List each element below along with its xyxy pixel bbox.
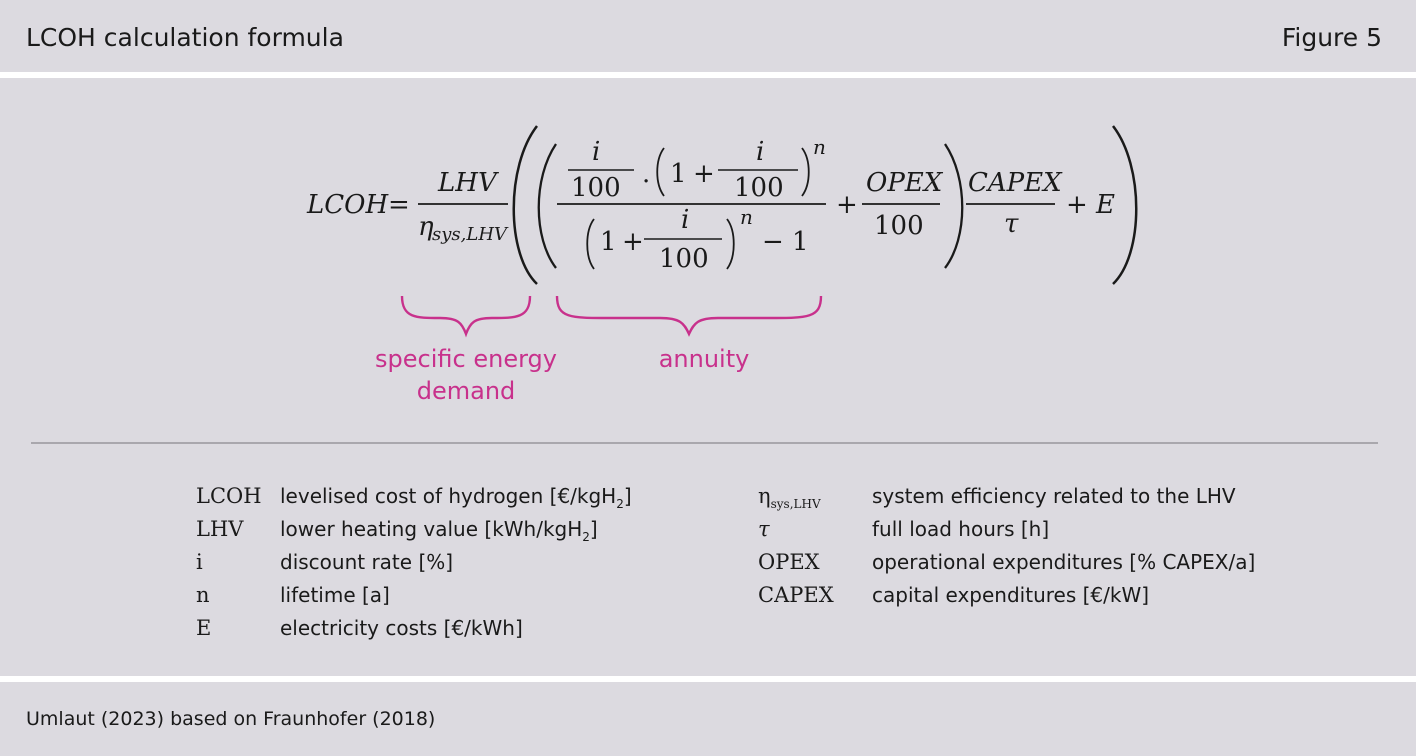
legend-desc-tail: ]	[589, 517, 598, 541]
num-one: 1	[670, 159, 687, 189]
legend-symbol: CAPEX	[758, 583, 834, 607]
legend-symbol-text: η	[758, 484, 771, 508]
legend-symbol: LCOH	[196, 484, 262, 508]
outer-paren-left	[512, 125, 538, 285]
inner-paren-left	[537, 143, 557, 269]
legend-symbol: LHV	[196, 517, 244, 541]
num-plus: +	[693, 159, 715, 189]
legend-desc-tail: ]	[623, 484, 632, 508]
formula-plus-opex: +	[836, 190, 858, 220]
den-100: 100	[659, 244, 709, 274]
legend-left: LCOH levelised cost of hydrogen [€/kgH2]…	[196, 482, 716, 647]
paren-right-den	[726, 218, 735, 270]
formula-capex: CAPEX	[968, 168, 1063, 198]
label-specific-line2: demand	[416, 377, 516, 405]
figure-number: Figure 5	[1281, 23, 1382, 52]
formula-eta-sub: sys,LHV	[432, 224, 509, 245]
den-one: 1	[600, 227, 617, 257]
legend-desc: system efficiency related to the LHV	[872, 484, 1236, 508]
legend-symbol: OPEX	[758, 550, 820, 574]
den-exp-n: n	[740, 205, 753, 229]
formula-opex-100: 100	[874, 211, 924, 241]
legend-desc: discount rate [%]	[280, 550, 454, 574]
legend-row-opex: OPEX operational expenditures [% CAPEX/a…	[758, 548, 1318, 581]
formula-lcoh: LCOH	[306, 190, 389, 220]
num-100-1: 100	[571, 173, 621, 203]
formula-equals: =	[388, 190, 410, 220]
brace-annuity	[555, 295, 823, 337]
legend-row-tau: τ full load hours [h]	[758, 515, 1318, 548]
legend-desc-text: levelised cost of hydrogen [€/kgH	[280, 484, 617, 508]
num-i-1: i	[592, 137, 600, 167]
formula-opex: OPEX	[866, 168, 944, 198]
label-specific-energy-demand: specific energy demand	[346, 343, 586, 407]
legend-symbol: ηsys,LHV	[758, 482, 821, 518]
legend-right: ηsys,LHV system efficiency related to th…	[758, 482, 1318, 614]
num-i-2: i	[756, 137, 764, 167]
den-i: i	[681, 205, 689, 235]
num-exp-n: n	[813, 135, 826, 159]
legend-symbol: n	[196, 583, 210, 607]
header-bar: LCOH calculation formula Figure 5	[0, 0, 1416, 72]
legend-desc: operational expenditures [% CAPEX/a]	[872, 550, 1256, 574]
legend-desc: capital expenditures [€/kW]	[872, 583, 1150, 607]
legend-symbol: τ	[758, 517, 770, 541]
lcoh-formula: LCOH = LHV η sys,LHV i 100 · 1 + i 100	[306, 125, 1138, 338]
legend-row-capex: CAPEX capital expenditures [€/kW]	[758, 581, 1318, 614]
legend-desc-sub: 2	[616, 497, 624, 511]
section-divider	[31, 442, 1378, 444]
legend-desc: lower heating value [kWh/kgH2]	[280, 515, 598, 551]
legend-row-e: E electricity costs [€/kWh]	[196, 614, 716, 647]
legend-row-lhv: LHV lower heating value [kWh/kgH2]	[196, 515, 716, 548]
outer-paren-right	[1112, 125, 1138, 285]
num-dot: ·	[642, 167, 650, 197]
legend-row-n: n lifetime [a]	[196, 581, 716, 614]
formula-panel: LCOH = LHV η sys,LHV i 100 · 1 + i 100	[0, 78, 1416, 676]
legend-desc: levelised cost of hydrogen [€/kgH2]	[280, 482, 632, 518]
legend-desc-text: lower heating value [kWh/kgH	[280, 517, 583, 541]
legend-row-eta: ηsys,LHV system efficiency related to th…	[758, 482, 1318, 515]
legend-row-lcoh: LCOH levelised cost of hydrogen [€/kgH2]	[196, 482, 716, 515]
formula-tau: τ	[1004, 209, 1019, 239]
legend-symbol-sub: sys,LHV	[770, 497, 821, 512]
formula-eta: η	[418, 212, 434, 242]
paren-right-num	[801, 147, 810, 197]
legend-desc: electricity costs [€/kWh]	[280, 616, 523, 640]
paren-left-den	[586, 218, 595, 270]
legend-desc: full load hours [h]	[872, 517, 1050, 541]
paren-left-num	[656, 147, 665, 197]
formula-lhv: LHV	[437, 168, 499, 198]
label-annuity: annuity	[658, 345, 750, 373]
footer-bar: Umlaut (2023) based on Fraunhofer (2018)	[0, 682, 1416, 756]
legend-symbol: E	[196, 616, 212, 640]
formula-plus-e: + E	[1066, 190, 1115, 220]
legend-desc: lifetime [a]	[280, 583, 390, 607]
num-100-2: 100	[734, 173, 784, 203]
legend-symbol: i	[196, 550, 203, 574]
brace-specific-energy	[400, 295, 532, 338]
label-specific-line1: specific energy	[375, 345, 557, 373]
source-note: Umlaut (2023) based on Fraunhofer (2018)	[26, 708, 436, 730]
legend-desc-sub: 2	[582, 530, 590, 544]
legend-row-i: i discount rate [%]	[196, 548, 716, 581]
den-minus-one: − 1	[762, 227, 809, 257]
inner-paren-right	[944, 143, 964, 269]
figure-title: LCOH calculation formula	[26, 23, 344, 52]
den-plus: +	[622, 227, 644, 257]
